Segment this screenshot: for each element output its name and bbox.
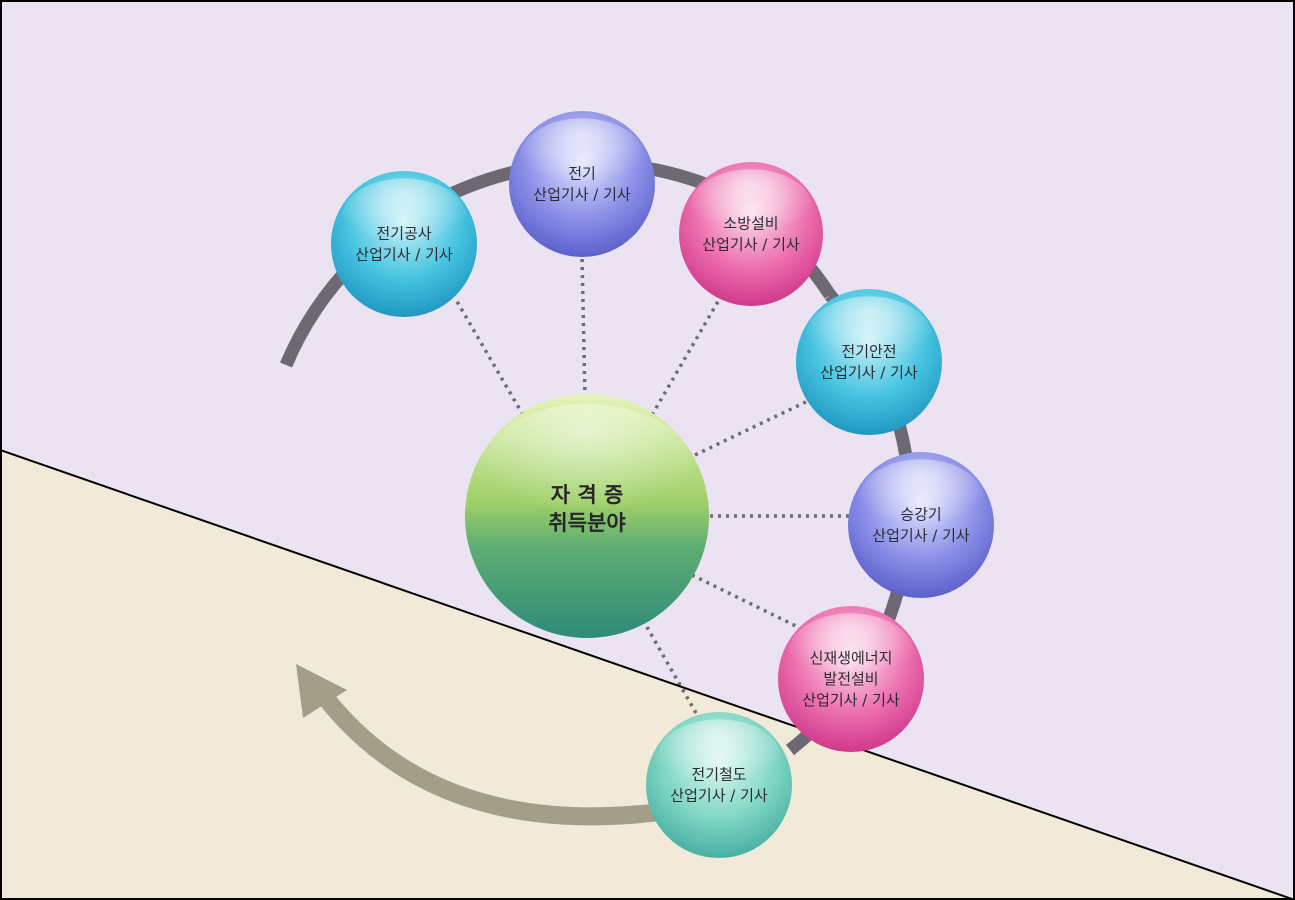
node-label-line: 전기철도	[691, 766, 746, 784]
node-label-line: 신재생에너지	[810, 649, 893, 667]
node-label-line: 산업기사 / 기사	[820, 364, 918, 382]
node-gloss	[341, 178, 467, 259]
node-gloss	[806, 296, 932, 377]
node-label-line: 전기	[568, 165, 596, 183]
node-label-line: 산업기사 / 기사	[533, 186, 631, 204]
node-label-line: 산업기사 / 기사	[702, 236, 800, 254]
node-label-line: 소방설비	[723, 215, 778, 233]
diagonal-divider	[0, 449, 1295, 900]
node-gloss	[788, 613, 914, 694]
connector-line	[641, 619, 702, 721]
connector-line	[650, 297, 722, 416]
node-label-line: 전기공사	[376, 225, 431, 243]
curved-arrow-shaft	[310, 682, 662, 826]
connector-line	[453, 297, 525, 416]
node-label-line: 발전설비	[823, 670, 878, 688]
center-node: 자 격 증 취득분야	[465, 394, 709, 638]
node-gloss	[656, 719, 782, 800]
node-label-line: 산업기사 / 기사	[355, 246, 453, 264]
node-label-line: 전기안전	[841, 343, 896, 361]
node-gloss	[519, 118, 645, 199]
connector-line	[694, 398, 811, 457]
node-gloss	[858, 459, 984, 540]
node-label-line: 산업기사 / 기사	[872, 527, 970, 545]
connector-lines	[453, 254, 850, 721]
node-label-line: 승강기	[900, 506, 941, 524]
center-title-line-2: 취득분야	[548, 511, 626, 535]
node-label-line: 산업기사 / 기사	[802, 691, 900, 709]
center-title-line-1: 자 격 증	[551, 483, 624, 507]
arrow-head-icon	[296, 664, 347, 718]
center-gloss	[479, 404, 695, 540]
node-label-line: 산업기사 / 기사	[670, 787, 768, 805]
node-gloss	[689, 169, 813, 249]
